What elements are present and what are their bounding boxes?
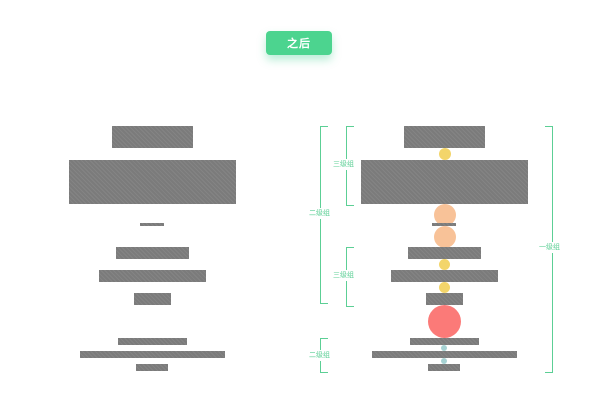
button-block	[426, 293, 463, 305]
spacing-dot-tiny	[441, 345, 447, 351]
title-block	[404, 126, 485, 148]
text-block	[99, 270, 206, 282]
hero-block	[69, 160, 236, 204]
footer-line-2	[80, 351, 225, 358]
footer-line-1	[118, 338, 187, 345]
text-block	[391, 270, 498, 282]
divider-line	[432, 223, 456, 226]
spacing-dot-tiny	[441, 358, 447, 364]
button-block	[134, 293, 171, 305]
spacing-dot-large	[428, 305, 461, 338]
hero-block	[361, 160, 528, 204]
bracket-label-level2-top: 二级组	[309, 208, 330, 219]
divider-line	[140, 223, 164, 226]
bracket-label-level2-bottom: 二级组	[309, 350, 330, 361]
bracket-label-level1: 一级组	[539, 242, 560, 253]
spacing-dot-small	[439, 282, 450, 293]
spacing-dot-medium	[434, 204, 456, 226]
spacing-dot-medium	[434, 226, 456, 248]
after-badge: 之后	[266, 31, 332, 55]
footer-line-1	[410, 338, 479, 345]
title-block	[112, 126, 193, 148]
heading-block	[116, 247, 189, 259]
bracket-label-level3-middle: 三级组	[333, 270, 354, 281]
footer-line-2	[372, 351, 517, 358]
spacing-dot-small	[439, 148, 451, 160]
bracket-label-level3-top: 三级组	[333, 159, 354, 170]
footer-line-3	[136, 364, 168, 371]
footer-line-3	[428, 364, 460, 371]
spacing-dot-small	[439, 259, 450, 270]
heading-block	[408, 247, 481, 259]
